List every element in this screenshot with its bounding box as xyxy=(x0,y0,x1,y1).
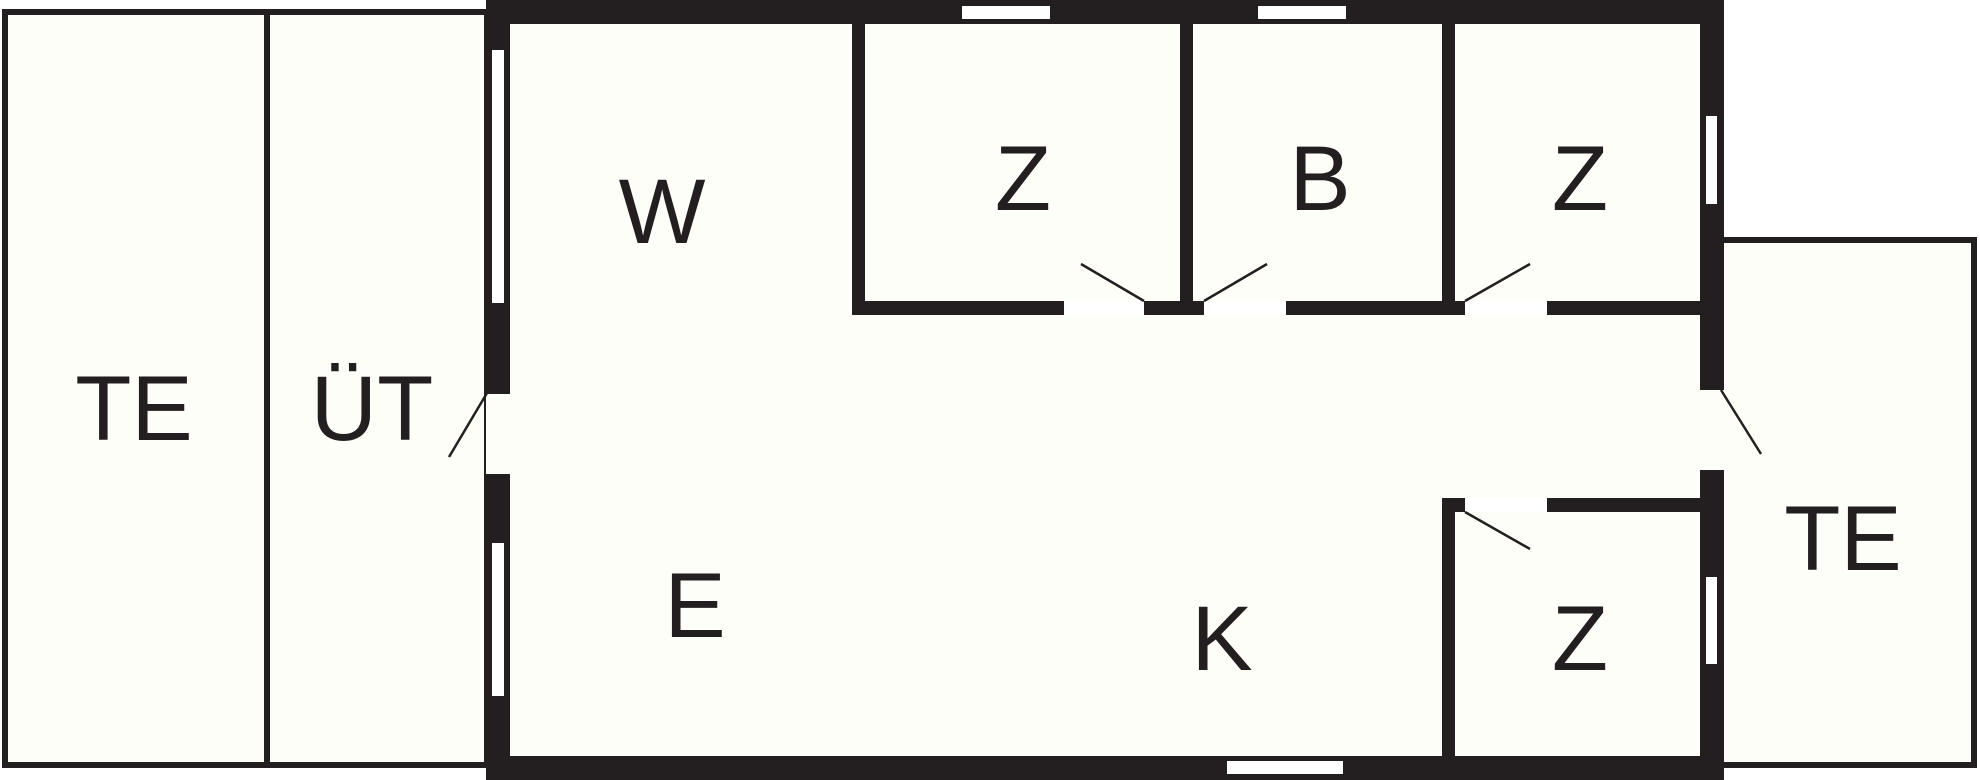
interior-wall xyxy=(852,24,865,315)
veranda-area xyxy=(264,9,490,768)
window xyxy=(492,543,504,696)
door-swing xyxy=(1080,262,1145,303)
room-label-terrace-right: TE xyxy=(1784,488,1902,590)
window xyxy=(1227,761,1343,774)
terrace-right-area xyxy=(1715,237,1977,768)
room-label-bedroom-2: Z xyxy=(1552,128,1608,230)
door-swing xyxy=(447,392,489,458)
interior-wall xyxy=(1442,24,1455,315)
room-label-bathroom: B xyxy=(1289,128,1350,230)
door-swing xyxy=(1464,262,1531,303)
interior-wall xyxy=(1442,498,1455,756)
terrace-door-opening xyxy=(1700,390,1724,470)
door-swing xyxy=(1719,389,1763,455)
door-opening xyxy=(1204,301,1286,315)
door-opening xyxy=(1064,301,1144,315)
room-label-living: W xyxy=(619,161,706,263)
door-swing xyxy=(1203,262,1268,303)
room-label-bedroom-1: Z xyxy=(995,128,1051,230)
window xyxy=(492,50,504,303)
terrace-left-area xyxy=(2,9,270,768)
entrance-door-opening xyxy=(486,394,510,474)
door-opening xyxy=(1465,301,1547,315)
window xyxy=(962,6,1050,19)
room-label-veranda: ÜT xyxy=(311,358,434,460)
room-label-terrace-left: TE xyxy=(75,358,193,460)
door-opening xyxy=(1465,498,1547,512)
room-label-dining: E xyxy=(664,555,725,657)
interior-wall xyxy=(1180,24,1193,315)
house-interior-floor xyxy=(510,24,1700,756)
room-label-bedroom-3: Z xyxy=(1552,588,1608,690)
window xyxy=(1706,577,1717,664)
window xyxy=(1706,116,1717,204)
room-label-kitchen: K xyxy=(1191,588,1252,690)
door-swing xyxy=(1464,510,1531,551)
window xyxy=(1258,6,1346,19)
